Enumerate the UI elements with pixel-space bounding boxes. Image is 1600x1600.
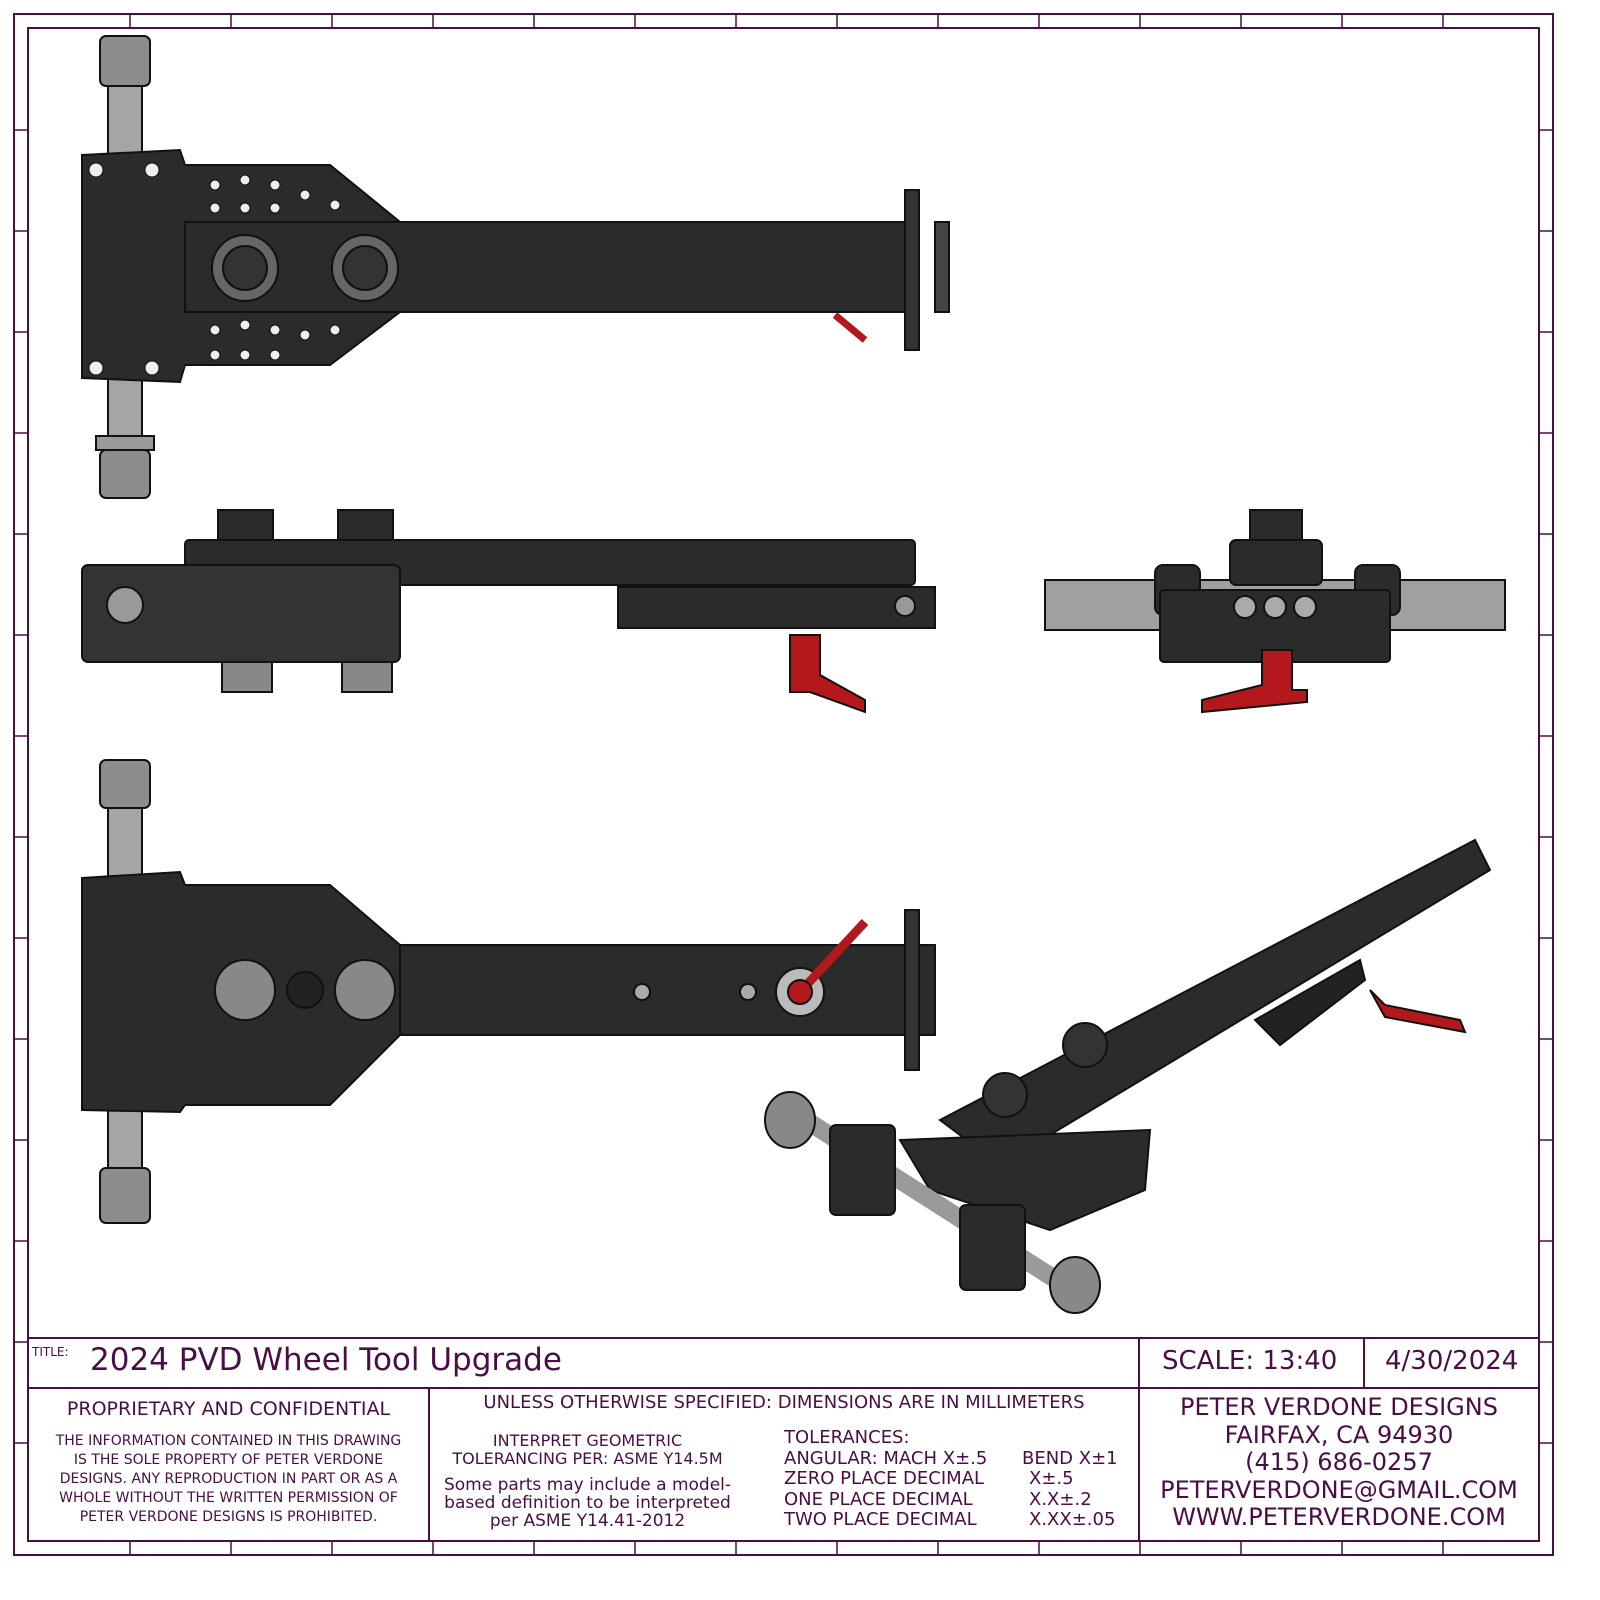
tolerance-row: ANGULAR: MACH X±.5 BEND X±1 — [784, 1447, 1118, 1470]
tolerances-heading: TOLERANCES: — [784, 1427, 910, 1448]
tolerance-row: ZERO PLACE DECIMAL X±.5 — [784, 1468, 1118, 1490]
tolerance-value: X.XX±.05 — [1029, 1509, 1116, 1530]
bottom-view — [81, 759, 936, 1224]
tolerance-row: TWO PLACE DECIMAL X.XX±.05 — [784, 1509, 1118, 1531]
tolerance-label: ANGULAR: MACH X±.5 — [784, 1447, 988, 1469]
side-view — [81, 509, 936, 714]
drawing-title: 2024 PVD Wheel Tool Upgrade — [90, 1342, 562, 1378]
isometric-view — [764, 838, 1492, 1314]
date: 4/30/2024 — [1385, 1346, 1519, 1376]
gdt-line: TOLERANCING PER: ASME Y14.5M — [452, 1449, 723, 1468]
proprietary-heading: PROPRIETARY AND CONFIDENTIAL — [66, 1398, 391, 1420]
scale: SCALE: 13:40 — [1162, 1346, 1338, 1376]
front-view — [1044, 509, 1506, 714]
tolerance-label: ONE PLACE DECIMAL — [784, 1488, 973, 1510]
proprietary-line: DESIGNS. ANY REPRODUCTION IN PART OR AS … — [59, 1471, 398, 1487]
proprietary-line: PETER VERDONE DESIGNS IS PROHIBITED. — [79, 1509, 378, 1525]
units-note: UNLESS OTHERWISE SPECIFIED: DIMENSIONS A… — [483, 1392, 1085, 1413]
tolerances: TOLERANCES: ANGULAR: MACH X±.5 BEND X±1 Z… — [784, 1427, 1118, 1531]
tolerance-label: TWO PLACE DECIMAL — [784, 1509, 977, 1530]
tolerance-row: ONE PLACE DECIMAL X.X±.2 — [784, 1488, 1118, 1511]
tolerance-value: BEND X±1 — [1022, 1447, 1118, 1469]
tolerance-value: X.X±.2 — [1029, 1488, 1092, 1510]
tolerance-value: X±.5 — [1029, 1468, 1074, 1489]
company-info: PETER VERDONE DESIGNS FAIRFAX, CA 94930 … — [1139, 1393, 1539, 1532]
company-website: WWW.PETERVERDONE.COM — [1172, 1503, 1506, 1531]
proprietary-line: WHOLE WITHOUT THE WRITTEN PERMISSION OF — [59, 1490, 398, 1506]
mbd-line: Some parts may include a model- — [443, 1475, 732, 1495]
company-email: PETERVERDONE@GMAIL.COM — [1160, 1475, 1518, 1504]
top-view — [81, 35, 950, 499]
gdt-note: INTERPRET GEOMETRIC TOLERANCING PER: ASM… — [435, 1431, 740, 1531]
proprietary-line: IS THE SOLE PROPERTY OF PETER VERDONE — [73, 1452, 384, 1468]
company-name: PETER VERDONE DESIGNS — [1180, 1393, 1498, 1421]
mbd-line: based definition to be interpreted — [444, 1493, 731, 1513]
title-label: TITLE: — [32, 1345, 69, 1359]
tolerance-label: ZERO PLACE DECIMAL — [784, 1468, 985, 1489]
gdt-line: INTERPRET GEOMETRIC — [492, 1431, 683, 1450]
company-phone: (415) 686-0257 — [1245, 1448, 1433, 1476]
proprietary-notice: THE INFORMATION CONTAINED IN THIS DRAWIN… — [28, 1432, 429, 1527]
company-address: FAIRFAX, CA 94930 — [1224, 1420, 1454, 1449]
mbd-line: per ASME Y14.41-2012 — [489, 1511, 686, 1531]
proprietary-line: THE INFORMATION CONTAINED IN THIS DRAWIN… — [55, 1433, 402, 1449]
sheet-border — [13, 13, 1554, 1556]
